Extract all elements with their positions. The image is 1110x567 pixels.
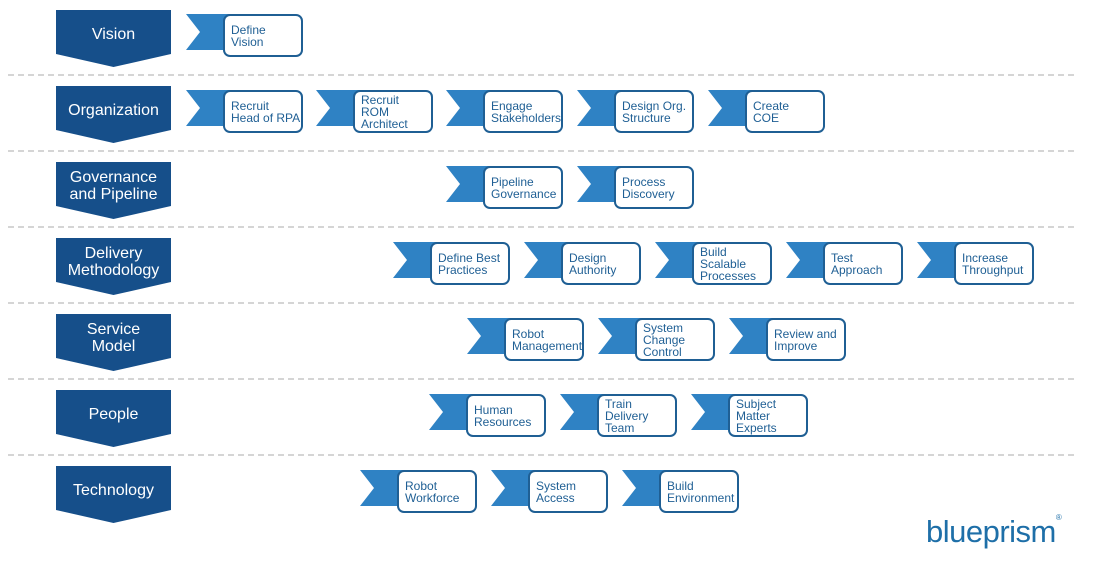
step-chevron: Build Scalable Processes <box>655 236 775 288</box>
row-divider <box>8 226 1074 228</box>
category-label: Technology <box>73 481 154 499</box>
step-label: Define Vision <box>231 22 266 49</box>
step-box <box>561 242 641 285</box>
step-chevron: Process Discovery <box>577 160 697 212</box>
step-box <box>635 318 715 361</box>
roadmap-row: Vision Define Vision <box>0 10 1110 70</box>
logo-text: blueprism <box>926 514 1056 549</box>
step-label: Robot Workforce <box>405 478 460 505</box>
step-box <box>954 242 1034 285</box>
step-box <box>528 470 608 513</box>
step-label: Build Scalable Processes <box>700 244 757 283</box>
category-arrow: Service Model <box>56 314 171 374</box>
registered-mark: ® <box>1055 513 1062 522</box>
step-label: System Access <box>536 478 577 505</box>
step-label: Review and Improve <box>774 326 837 353</box>
step-chevron: System Change Control <box>598 312 718 364</box>
step-label: Build Environment <box>667 478 735 505</box>
step-box <box>466 394 546 437</box>
step-chevron: Human Resources <box>429 388 549 440</box>
step-chevron: Train Delivery Team <box>560 388 680 440</box>
step-box <box>597 394 677 437</box>
step-chevron: Robot Workforce <box>360 464 480 516</box>
step-box <box>223 14 303 57</box>
step-chevron: Build Environment <box>622 464 742 516</box>
roadmap-row: Delivery Methodology Define Best Practice… <box>0 238 1110 298</box>
roadmap-row: Organization Recruit Head of RPA Recruit R… <box>0 86 1110 146</box>
step-box <box>483 90 563 133</box>
category-arrow: Technology <box>56 466 171 526</box>
category-label: Delivery Methodology <box>67 245 160 279</box>
step-label: Recruit Head of RPA <box>231 98 301 125</box>
row-divider <box>8 378 1074 380</box>
row-divider <box>8 454 1074 456</box>
step-box <box>397 470 477 513</box>
step-chevron: Robot Management <box>467 312 587 364</box>
step-box <box>745 90 825 133</box>
step-box <box>823 242 903 285</box>
roadmap-row: Technology Robot Workforce System Access Bu… <box>0 466 1110 526</box>
step-box <box>728 394 808 437</box>
step-chevron: Recruit Head of RPA <box>186 84 306 136</box>
roadmap-row: People Human Resources Train Delivery Team… <box>0 390 1110 450</box>
row-divider <box>8 150 1074 152</box>
step-box <box>659 470 739 513</box>
step-label: Increase Throughput <box>962 250 1024 277</box>
roadmap-row: Governance and Pipeline Pipeline Governan… <box>0 162 1110 222</box>
category-label: People <box>88 405 139 423</box>
step-chevron: Define Best Practices <box>393 236 513 288</box>
category-label: Service Model <box>86 321 141 355</box>
step-chevron: Recruit ROM Architect <box>316 84 436 136</box>
step-box <box>353 90 433 133</box>
step-chevron: Subject Matter Experts <box>691 388 811 440</box>
roadmap-row: Service Model Robot Management System Chan… <box>0 314 1110 374</box>
step-label: Engage Stakeholders <box>491 98 562 125</box>
step-box <box>504 318 584 361</box>
row-divider <box>8 302 1074 304</box>
step-chevron: Increase Throughput <box>917 236 1037 288</box>
step-chevron: Design Authority <box>524 236 644 288</box>
step-label: Test Approach <box>831 250 883 277</box>
category-arrow: Delivery Methodology <box>56 238 171 298</box>
step-chevron: Define Vision <box>186 8 306 60</box>
step-label: Robot Management <box>512 326 583 353</box>
step-box <box>223 90 303 133</box>
step-label: Pipeline Governance <box>491 174 557 201</box>
row-divider <box>8 74 1074 76</box>
step-label: Design Org. Structure <box>622 98 687 125</box>
step-chevron: Review and Improve <box>729 312 849 364</box>
step-box <box>692 242 772 285</box>
step-label: Recruit ROM Architect <box>361 92 408 131</box>
blueprism-logo: blueprism® <box>926 513 1062 550</box>
step-box <box>614 90 694 133</box>
category-label: Vision <box>91 25 136 43</box>
step-box <box>614 166 694 209</box>
step-chevron: Engage Stakeholders <box>446 84 566 136</box>
step-label: Design Authority <box>569 250 617 277</box>
step-chevron: System Access <box>491 464 611 516</box>
step-label: Subject Matter Experts <box>736 396 777 435</box>
step-chevron: Design Org. Structure <box>577 84 697 136</box>
category-arrow: People <box>56 390 171 450</box>
step-chevron: Create COE <box>708 84 828 136</box>
step-label: Create COE <box>753 98 790 125</box>
category-label: Organization <box>68 101 159 119</box>
step-label: Define Best Practices <box>438 250 501 277</box>
category-arrow: Organization <box>56 86 171 146</box>
step-label: Train Delivery Team <box>605 396 649 435</box>
step-box <box>430 242 510 285</box>
step-label: Human Resources <box>474 402 532 429</box>
category-arrow: Vision <box>56 10 171 70</box>
step-box <box>766 318 846 361</box>
step-chevron: Pipeline Governance <box>446 160 566 212</box>
step-label: System Change Control <box>643 320 686 359</box>
step-chevron: Test Approach <box>786 236 906 288</box>
step-box <box>483 166 563 209</box>
category-label: Governance and Pipeline <box>69 169 158 203</box>
category-arrow: Governance and Pipeline <box>56 162 171 222</box>
step-label: Process Discovery <box>622 174 675 201</box>
